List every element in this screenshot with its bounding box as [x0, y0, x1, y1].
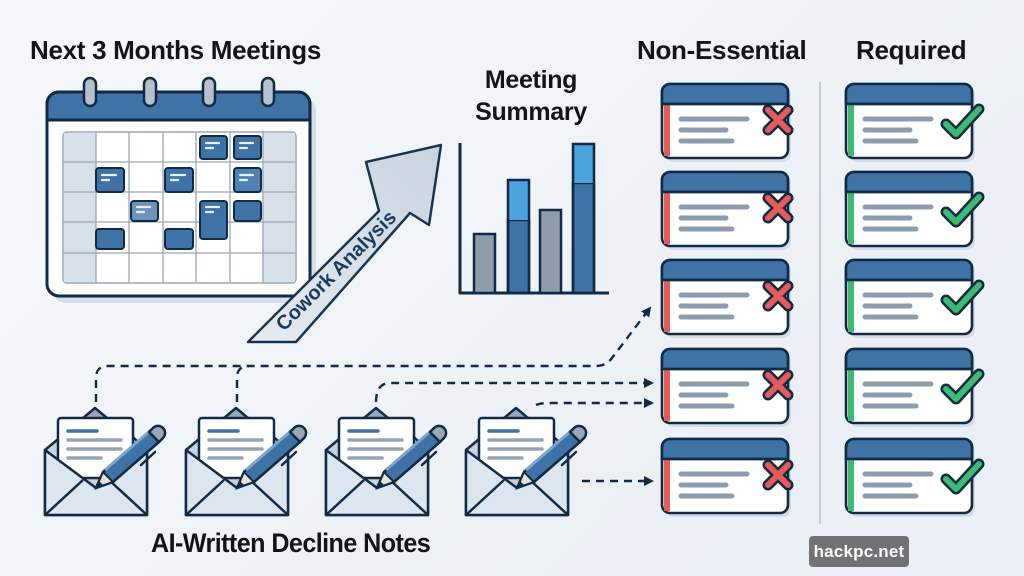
- connector-arrow: [374, 377, 655, 403]
- decline-notes-envelopes: [43, 406, 588, 517]
- meeting-summary-chart: [458, 142, 609, 295]
- calendar-event: [95, 228, 125, 250]
- x-mark-icon: [762, 192, 794, 224]
- check-mark-icon: [940, 368, 985, 405]
- envelope-pencil-icon[interactable]: [43, 406, 167, 517]
- summary-title-line-2: Summary: [475, 98, 587, 126]
- chart-bar-highlight: [509, 181, 528, 220]
- envelope-pencil-icon[interactable]: [184, 406, 308, 517]
- required-meeting-card[interactable]: [844, 347, 985, 427]
- non-essential-meeting-card[interactable]: [660, 347, 794, 427]
- calendar-icon: [45, 76, 316, 303]
- check-mark-icon: [940, 103, 985, 140]
- non-essential-meeting-card[interactable]: [660, 258, 794, 338]
- connector-arrow: [535, 397, 655, 409]
- calendar-events: [95, 135, 262, 250]
- check-mark-icon: [940, 279, 985, 316]
- x-mark-icon: [762, 459, 794, 491]
- decline-notes-title: AI-Written Decline Notes: [151, 528, 431, 558]
- chart-bar: [571, 181, 596, 295]
- non-essential-cards: [660, 82, 794, 517]
- envelope-pencil-icon[interactable]: [464, 406, 588, 517]
- non-essential-meeting-card[interactable]: [660, 82, 794, 162]
- pencil-icon: [375, 424, 448, 490]
- calendar-event: [199, 200, 228, 240]
- required-meeting-card[interactable]: [844, 170, 985, 250]
- chart-bar: [538, 208, 563, 295]
- required-title: Required: [856, 35, 967, 65]
- non-essential-meeting-card[interactable]: [660, 170, 794, 250]
- connector-arrow: [94, 306, 652, 402]
- pencil-icon: [515, 424, 588, 490]
- calendar-rings: [82, 76, 276, 108]
- x-mark-icon: [762, 280, 794, 312]
- chart-bar: [506, 218, 531, 295]
- watermark: hackpc.net: [809, 536, 909, 567]
- connector-lines: [94, 306, 655, 487]
- summary-title-line-1: Meeting: [484, 66, 578, 94]
- non-essential-title: Non-Essential: [637, 35, 807, 65]
- chart-bar: [472, 232, 497, 295]
- calendar-event: [130, 200, 159, 222]
- required-meeting-card[interactable]: [844, 258, 985, 338]
- check-mark-icon: [940, 191, 985, 228]
- x-mark-icon: [762, 104, 794, 136]
- x-mark-icon: [762, 369, 794, 401]
- calendar-event: [164, 228, 194, 250]
- calendar-event: [233, 200, 262, 222]
- meeting-summary-title: Meeting Summary: [456, 64, 606, 128]
- column-divider: [819, 82, 821, 524]
- chart-bar-highlight: [574, 145, 593, 183]
- non-essential-meeting-card[interactable]: [660, 437, 794, 517]
- pencil-icon: [235, 424, 308, 490]
- pencil-icon: [94, 424, 167, 490]
- connector-line: [235, 364, 250, 402]
- required-meeting-card[interactable]: [844, 437, 985, 517]
- envelope-pencil-icon[interactable]: [324, 406, 448, 517]
- calendar-title: Next 3 Months Meetings: [30, 35, 321, 65]
- required-cards: [844, 82, 985, 517]
- check-mark-icon: [940, 458, 985, 495]
- required-meeting-card[interactable]: [844, 82, 985, 162]
